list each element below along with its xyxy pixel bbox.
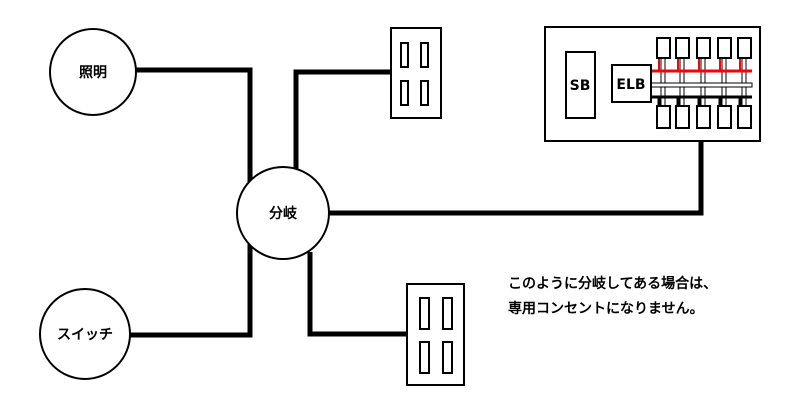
breaker-link <box>660 57 666 107</box>
distribution-panel: SB ELB <box>544 26 761 142</box>
elb-label: ELB <box>616 77 645 93</box>
breaker-link <box>679 57 685 107</box>
breaker-top <box>656 37 671 59</box>
wires <box>128 67 704 338</box>
breaker-bottom <box>656 105 671 129</box>
breaker-bottom <box>696 105 711 129</box>
neutral-bus <box>650 82 753 88</box>
breaker-top <box>737 37 752 59</box>
sb-label: SB <box>570 78 591 94</box>
wire-panel <box>328 128 704 216</box>
wire-outlet-top <box>293 69 392 172</box>
switch-node: スイッチ <box>39 288 131 380</box>
breaker-bottom <box>717 105 732 129</box>
sb-box <box>565 51 596 119</box>
outlet-bottom <box>406 283 465 386</box>
note-line-1: このように分岐してある場合は、 <box>508 276 718 292</box>
wire-outlet-bottom <box>307 252 408 337</box>
elb-box <box>611 64 652 103</box>
breaker-top <box>717 37 732 59</box>
breaker-link <box>700 57 706 107</box>
switch-label: スイッチ <box>57 327 113 343</box>
breaker-link <box>721 57 727 107</box>
light-label: 照明 <box>79 65 107 81</box>
breaker-bottom <box>675 105 690 129</box>
branch-label: 分岐 <box>269 205 298 222</box>
outlet-top <box>390 27 442 119</box>
wire-switch <box>128 240 253 338</box>
branch-breakers <box>650 37 753 129</box>
breaker-bottom <box>737 105 752 129</box>
breaker-top <box>696 37 711 59</box>
note-line-2: 専用コンセントになりません。 <box>508 301 704 317</box>
wire-light <box>134 67 253 188</box>
breaker-link <box>741 57 747 107</box>
branch-node: 分岐 <box>236 166 330 260</box>
explanation-note: このように分岐してある場合は、 専用コンセントになりません。 <box>508 272 717 322</box>
light-node: 照明 <box>49 28 137 116</box>
breaker-top <box>675 37 690 59</box>
